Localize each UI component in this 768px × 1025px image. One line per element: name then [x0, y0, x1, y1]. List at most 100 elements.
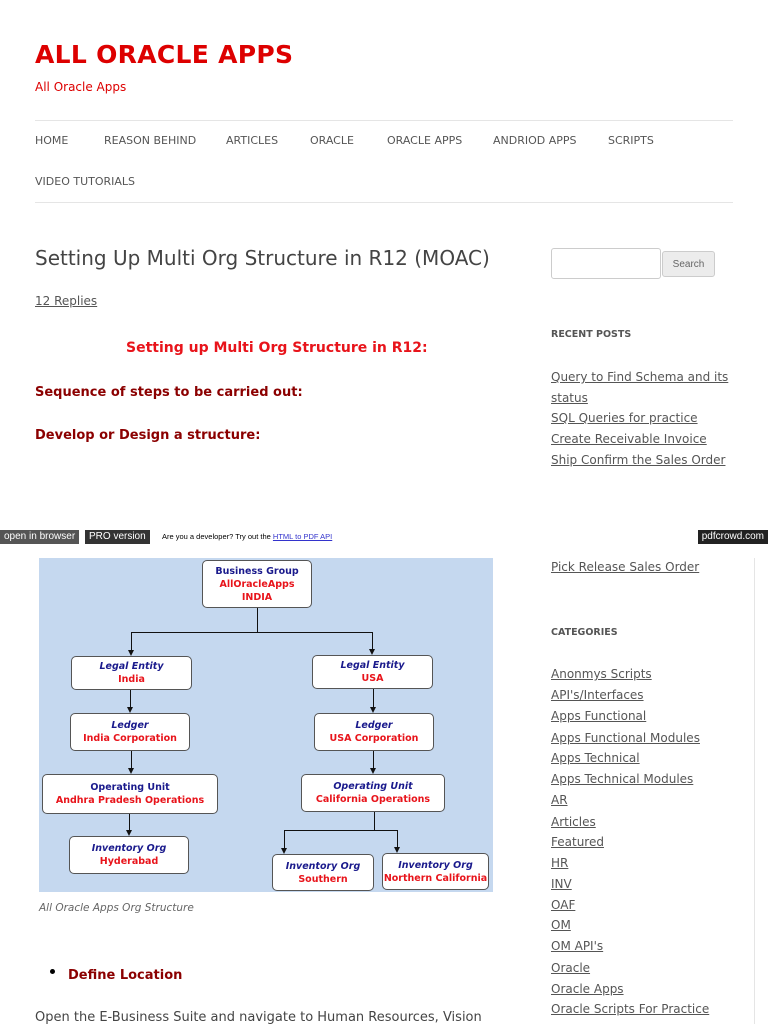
category-link[interactable]: AR — [551, 793, 568, 807]
node-name: Hyderabad — [99, 856, 159, 867]
sidebar-divider — [754, 558, 755, 1024]
connector — [372, 632, 373, 651]
post-paragraph: Open the E-Business Suite and navigate t… — [35, 1010, 482, 1025]
connector — [284, 830, 397, 831]
node-type: Ledger — [111, 720, 149, 731]
node-name: AllOracleApps — [219, 578, 295, 590]
recent-post-link[interactable]: Create Receivable Invoice — [551, 432, 707, 446]
node-type: Inventory Org — [91, 843, 167, 854]
arrow-icon — [128, 768, 134, 774]
arrow-icon — [394, 847, 400, 853]
connector — [130, 690, 131, 710]
arrow-icon — [370, 768, 376, 774]
node-type: Business Group — [215, 565, 299, 577]
pdfcrowd-bar: open in browser PRO version Are you a de… — [0, 530, 768, 544]
replies-link[interactable]: 12 Replies — [35, 294, 98, 308]
category-link[interactable]: Apps Functional Modules — [551, 731, 700, 745]
open-in-browser-button[interactable]: open in browser — [0, 530, 80, 544]
pdfcrowd-brand[interactable]: pdfcrowd.com — [697, 530, 768, 544]
nav-reason-behind[interactable]: REASON BEHIND — [104, 134, 197, 147]
node-name: USA Corporation — [329, 733, 419, 744]
nav-articles[interactable]: ARTICLES — [226, 134, 279, 147]
node-type: Inventory Org — [398, 859, 473, 871]
node-operating-unit-india: Operating Unit Andhra Pradesh Operations — [42, 774, 218, 814]
category-link[interactable]: OAF — [551, 898, 576, 912]
develop-heading: Develop or Design a structure: — [35, 428, 261, 443]
nav-andriod-apps[interactable]: ANDRIOD APPS — [493, 134, 577, 147]
recent-post-link[interactable]: Ship Confirm the Sales Order — [551, 453, 726, 467]
pdfcrowd-prompt: Are you a developer? Try out the HTML to… — [158, 530, 336, 544]
node-name: India — [118, 674, 145, 685]
nav-video-tutorials[interactable]: VIDEO TUTORIALS — [35, 175, 136, 188]
site-title[interactable]: ALL ORACLE APPS — [35, 40, 294, 69]
nav-home[interactable]: HOME — [35, 134, 69, 147]
category-link[interactable]: Anonmys Scripts — [551, 667, 652, 681]
node-type: Legal Entity — [340, 660, 405, 671]
connector — [257, 608, 258, 632]
pdfcrowd-prompt-text: Are you a developer? Try out the — [162, 532, 271, 541]
recent-posts-title: RECENT POSTS — [551, 329, 632, 340]
arrow-icon — [281, 848, 287, 854]
node-inventory-hyderabad: Inventory Org Hyderabad — [69, 836, 189, 874]
node-type: Operating Unit — [333, 781, 413, 792]
image-caption: All Oracle Apps Org Structure — [39, 902, 194, 914]
post-title: Setting Up Multi Org Structure in R12 (M… — [35, 246, 490, 270]
node-ledger-usa: Ledger USA Corporation — [314, 713, 434, 751]
category-link[interactable]: Oracle Scripts For Practice — [551, 1002, 710, 1016]
connector — [374, 812, 375, 830]
arrow-icon — [127, 707, 133, 713]
category-link[interactable]: API's/Interfaces — [551, 688, 644, 702]
connector — [373, 689, 374, 710]
node-sub: INDIA — [241, 591, 273, 603]
node-name: India Corporation — [83, 733, 177, 744]
category-link[interactable]: Apps Functional — [551, 709, 647, 723]
recent-post-link[interactable]: Pick Release Sales Order — [551, 560, 700, 574]
category-link[interactable]: Featured — [551, 835, 604, 849]
connector — [131, 632, 373, 633]
recent-post-link[interactable]: SQL Queries for practice — [551, 411, 698, 425]
node-type: Legal Entity — [99, 661, 164, 672]
arrow-icon — [126, 830, 132, 836]
category-link[interactable]: Oracle Apps — [551, 982, 624, 996]
search-input[interactable] — [551, 248, 661, 279]
connector — [131, 751, 132, 771]
category-link[interactable]: Apps Technical Modules — [551, 772, 694, 786]
nav-oracle-apps[interactable]: ORACLE APPS — [387, 134, 463, 147]
arrow-icon — [128, 650, 134, 656]
category-link[interactable]: HR — [551, 856, 569, 870]
arrow-icon — [370, 707, 376, 713]
recent-post-link[interactable]: Query to Find Schema and its — [551, 370, 729, 384]
category-link[interactable]: OM API's — [551, 939, 604, 953]
category-link[interactable]: Oracle — [551, 961, 591, 975]
category-link[interactable]: Articles — [551, 815, 596, 829]
node-legal-entity-india: Legal Entity India — [71, 656, 192, 690]
site-tagline: All Oracle Apps — [35, 80, 127, 94]
nav-oracle[interactable]: ORACLE — [310, 134, 354, 147]
divider — [35, 202, 733, 203]
arrow-icon — [369, 649, 375, 655]
category-link[interactable]: Apps Technical — [551, 751, 640, 765]
node-inventory-southern: Inventory Org Southern — [272, 854, 374, 891]
connector — [284, 830, 285, 850]
node-name: USA — [361, 673, 384, 684]
search-button[interactable]: Search — [662, 251, 715, 277]
html-to-pdf-link[interactable]: HTML to PDF API — [272, 532, 333, 541]
define-location-item: Define Location — [68, 968, 183, 983]
org-structure-diagram: Business Group AllOracleApps INDIA Legal… — [39, 558, 493, 892]
pro-version-button[interactable]: PRO version — [85, 530, 150, 544]
categories-title: CATEGORIES — [551, 627, 618, 638]
connector — [373, 751, 374, 771]
connector — [131, 632, 132, 652]
node-business-group: Business Group AllOracleApps INDIA — [202, 560, 312, 608]
node-inventory-northern-california: Inventory Org Northern California — [382, 853, 489, 890]
node-operating-unit-usa: Operating Unit California Operations — [301, 774, 445, 812]
node-name: Andhra Pradesh Operations — [55, 795, 205, 806]
category-link[interactable]: INV — [551, 877, 572, 891]
nav-scripts[interactable]: SCRIPTS — [608, 134, 654, 147]
node-ledger-india: Ledger India Corporation — [70, 713, 190, 751]
category-link[interactable]: OM — [551, 918, 571, 932]
recent-post-link[interactable]: status — [551, 391, 588, 405]
node-type: Ledger — [355, 720, 393, 731]
connector — [129, 814, 130, 834]
connector — [397, 830, 398, 849]
